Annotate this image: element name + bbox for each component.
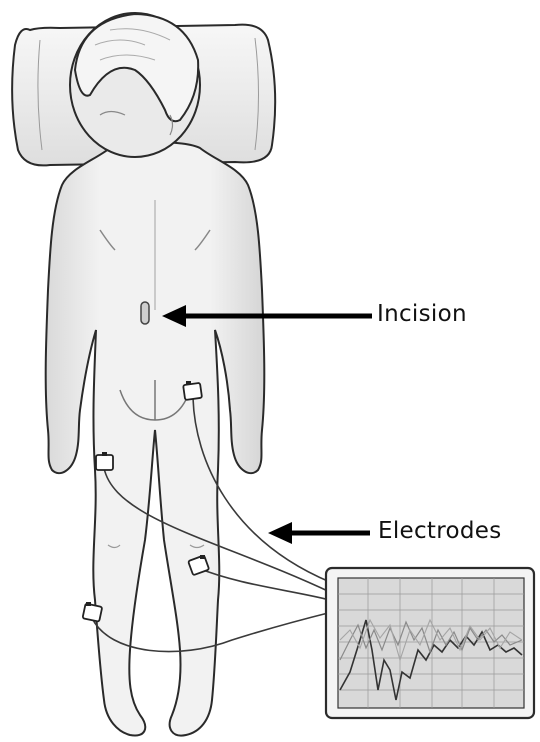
incision-mark	[141, 302, 149, 324]
arrow-left-icon	[268, 522, 370, 544]
electrode-pad	[96, 452, 113, 470]
monitor	[326, 568, 534, 718]
incision-label: Incision	[377, 301, 467, 327]
electrodes-label: Electrodes	[378, 518, 502, 544]
